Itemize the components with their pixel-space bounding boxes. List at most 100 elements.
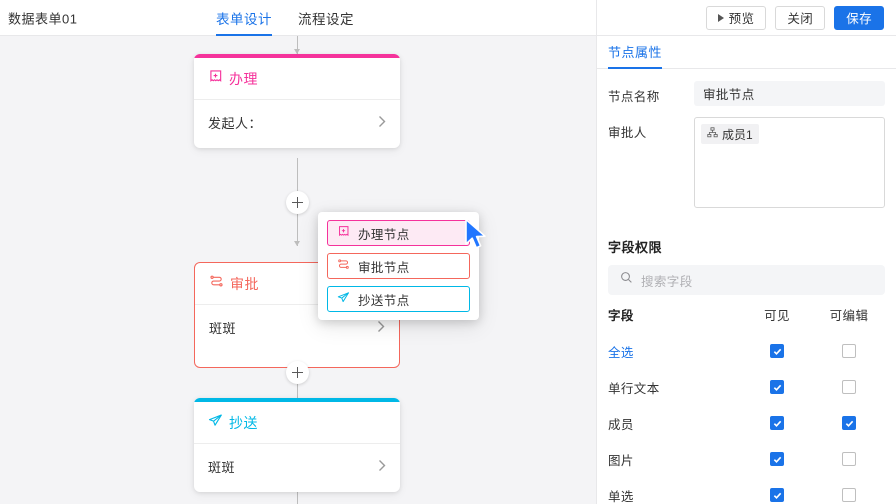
visible-cell	[741, 452, 813, 466]
send-plane-icon	[208, 413, 223, 433]
field-name: 单选	[608, 489, 634, 504]
editable-cell	[813, 380, 885, 394]
tab-node-properties[interactable]: 节点属性	[608, 42, 663, 69]
connector-bottom	[297, 484, 298, 504]
approval-flow-icon	[337, 258, 350, 274]
chevron-right-icon	[377, 320, 385, 335]
table-row: 成员	[608, 405, 885, 441]
node-header: 抄送	[194, 402, 400, 444]
form-receipt-icon	[337, 225, 350, 241]
panel-action-bar: 预览 关闭 保存	[597, 0, 896, 36]
properties-pane: 预览 关闭 保存 节点属性 节点名称 审批节点 审批人	[596, 0, 896, 504]
field-permissions-table: 字段 可见 可编辑 全选 单行文本	[597, 295, 896, 504]
field-permissions-title: 字段权限	[608, 240, 663, 255]
tab-form-design[interactable]: 表单设计	[216, 0, 272, 36]
send-plane-icon	[337, 291, 350, 307]
editable-cell	[813, 416, 885, 430]
column-header-field: 字段	[608, 308, 634, 323]
node-name-label: 节点名称	[608, 90, 660, 104]
editable-checkbox[interactable]	[842, 344, 856, 358]
node-name-input[interactable]: 审批节点	[694, 81, 885, 106]
add-menu-item-shenpi[interactable]: 审批节点	[327, 253, 470, 279]
node-body[interactable]: 斑斑	[194, 444, 400, 492]
search-field-input[interactable]: 搜索字段	[608, 265, 885, 295]
add-menu-item-chaosong[interactable]: 抄送节点	[327, 286, 470, 312]
node-title: 办理	[229, 71, 258, 87]
add-menu-item-label: 办理节点	[358, 227, 410, 242]
table-row: 全选	[608, 333, 885, 369]
field-name: 成员	[608, 417, 634, 432]
connector-arrow-icon	[294, 241, 300, 246]
flow-canvas[interactable]: 办理 发起人：	[0, 36, 596, 504]
editable-cell	[813, 344, 885, 358]
node-accent-bar	[194, 54, 400, 58]
node-header: 审批	[195, 263, 399, 305]
flow-editor-pane: 数据表单01 表单设计 流程设定	[0, 0, 596, 504]
field-name: 单行文本	[608, 381, 660, 396]
search-placeholder: 搜索字段	[641, 274, 693, 289]
org-hierarchy-icon	[707, 127, 718, 141]
close-button-label: 关闭	[787, 12, 814, 26]
visible-checkbox[interactable]	[770, 344, 784, 358]
approval-flow-icon	[209, 274, 224, 294]
tab-process-settings-label: 流程设定	[298, 12, 354, 27]
connector-top	[294, 36, 300, 54]
node-accent-bar	[194, 398, 400, 402]
approver-box[interactable]: 成员1	[694, 117, 885, 208]
flow-node-banli[interactable]: 办理 发起人：	[194, 54, 400, 148]
column-header-visible: 可见	[764, 308, 790, 323]
editable-checkbox[interactable]	[842, 380, 856, 394]
flow-node-chaosong[interactable]: 抄送 斑斑	[194, 398, 400, 492]
form-row-approver: 审批人 成员1	[608, 117, 885, 208]
document-title: 数据表单01	[8, 11, 78, 26]
table-row: 单行文本	[608, 369, 885, 405]
add-menu-item-banli[interactable]: 办理节点	[327, 220, 470, 246]
close-button[interactable]: 关闭	[775, 5, 826, 30]
play-icon	[717, 13, 724, 22]
visible-checkbox[interactable]	[770, 452, 784, 466]
table-header-row: 字段 可见 可编辑	[608, 295, 885, 333]
editable-cell	[813, 488, 885, 502]
add-node-button-2[interactable]	[286, 361, 309, 384]
field-name[interactable]: 全选	[608, 345, 634, 360]
field-name: 图片	[608, 453, 634, 468]
visible-checkbox[interactable]	[770, 488, 784, 502]
add-node-button-1[interactable]	[286, 191, 309, 214]
save-button[interactable]: 保存	[834, 5, 884, 30]
tab-process-settings[interactable]: 流程设定	[298, 0, 354, 36]
table-row: 图片	[608, 441, 885, 477]
search-icon	[620, 271, 633, 289]
node-body[interactable]: 发起人：	[194, 100, 400, 148]
editable-checkbox[interactable]	[842, 488, 856, 502]
visible-cell	[741, 488, 813, 502]
preview-button[interactable]: 预览	[705, 5, 767, 30]
node-header: 办理	[194, 58, 400, 100]
add-menu-item-label: 审批节点	[358, 260, 410, 275]
visible-checkbox[interactable]	[770, 380, 784, 394]
visible-cell	[741, 416, 813, 430]
form-row-node-name: 节点名称 审批节点	[608, 81, 885, 106]
editable-checkbox[interactable]	[842, 452, 856, 466]
member-tag[interactable]: 成员1	[701, 124, 759, 144]
connector-arrow-icon	[294, 49, 300, 54]
visible-cell	[741, 344, 813, 358]
tab-form-design-label: 表单设计	[216, 12, 272, 27]
chevron-right-icon	[378, 115, 386, 130]
form-receipt-icon	[208, 69, 223, 89]
visible-checkbox[interactable]	[770, 416, 784, 430]
approver-label: 审批人	[608, 126, 647, 140]
main-tabs: 表单设计 流程设定	[216, 0, 354, 36]
visible-cell	[741, 380, 813, 394]
add-node-menu[interactable]: 办理节点 审批节点	[318, 212, 479, 320]
node-title: 抄送	[229, 415, 258, 431]
table-row: 单选	[608, 477, 885, 504]
panel-tabs: 节点属性	[597, 36, 896, 69]
node-body[interactable]: 斑斑	[195, 305, 399, 367]
member-tag-label: 成员1	[722, 127, 753, 142]
node-title: 审批	[230, 276, 259, 292]
tab-node-properties-label: 节点属性	[608, 45, 663, 60]
node-body-text: 斑斑	[209, 321, 237, 336]
node-body-text: 斑斑	[208, 460, 236, 475]
top-bar: 数据表单01 表单设计 流程设定	[0, 0, 596, 36]
editable-checkbox[interactable]	[842, 416, 856, 430]
